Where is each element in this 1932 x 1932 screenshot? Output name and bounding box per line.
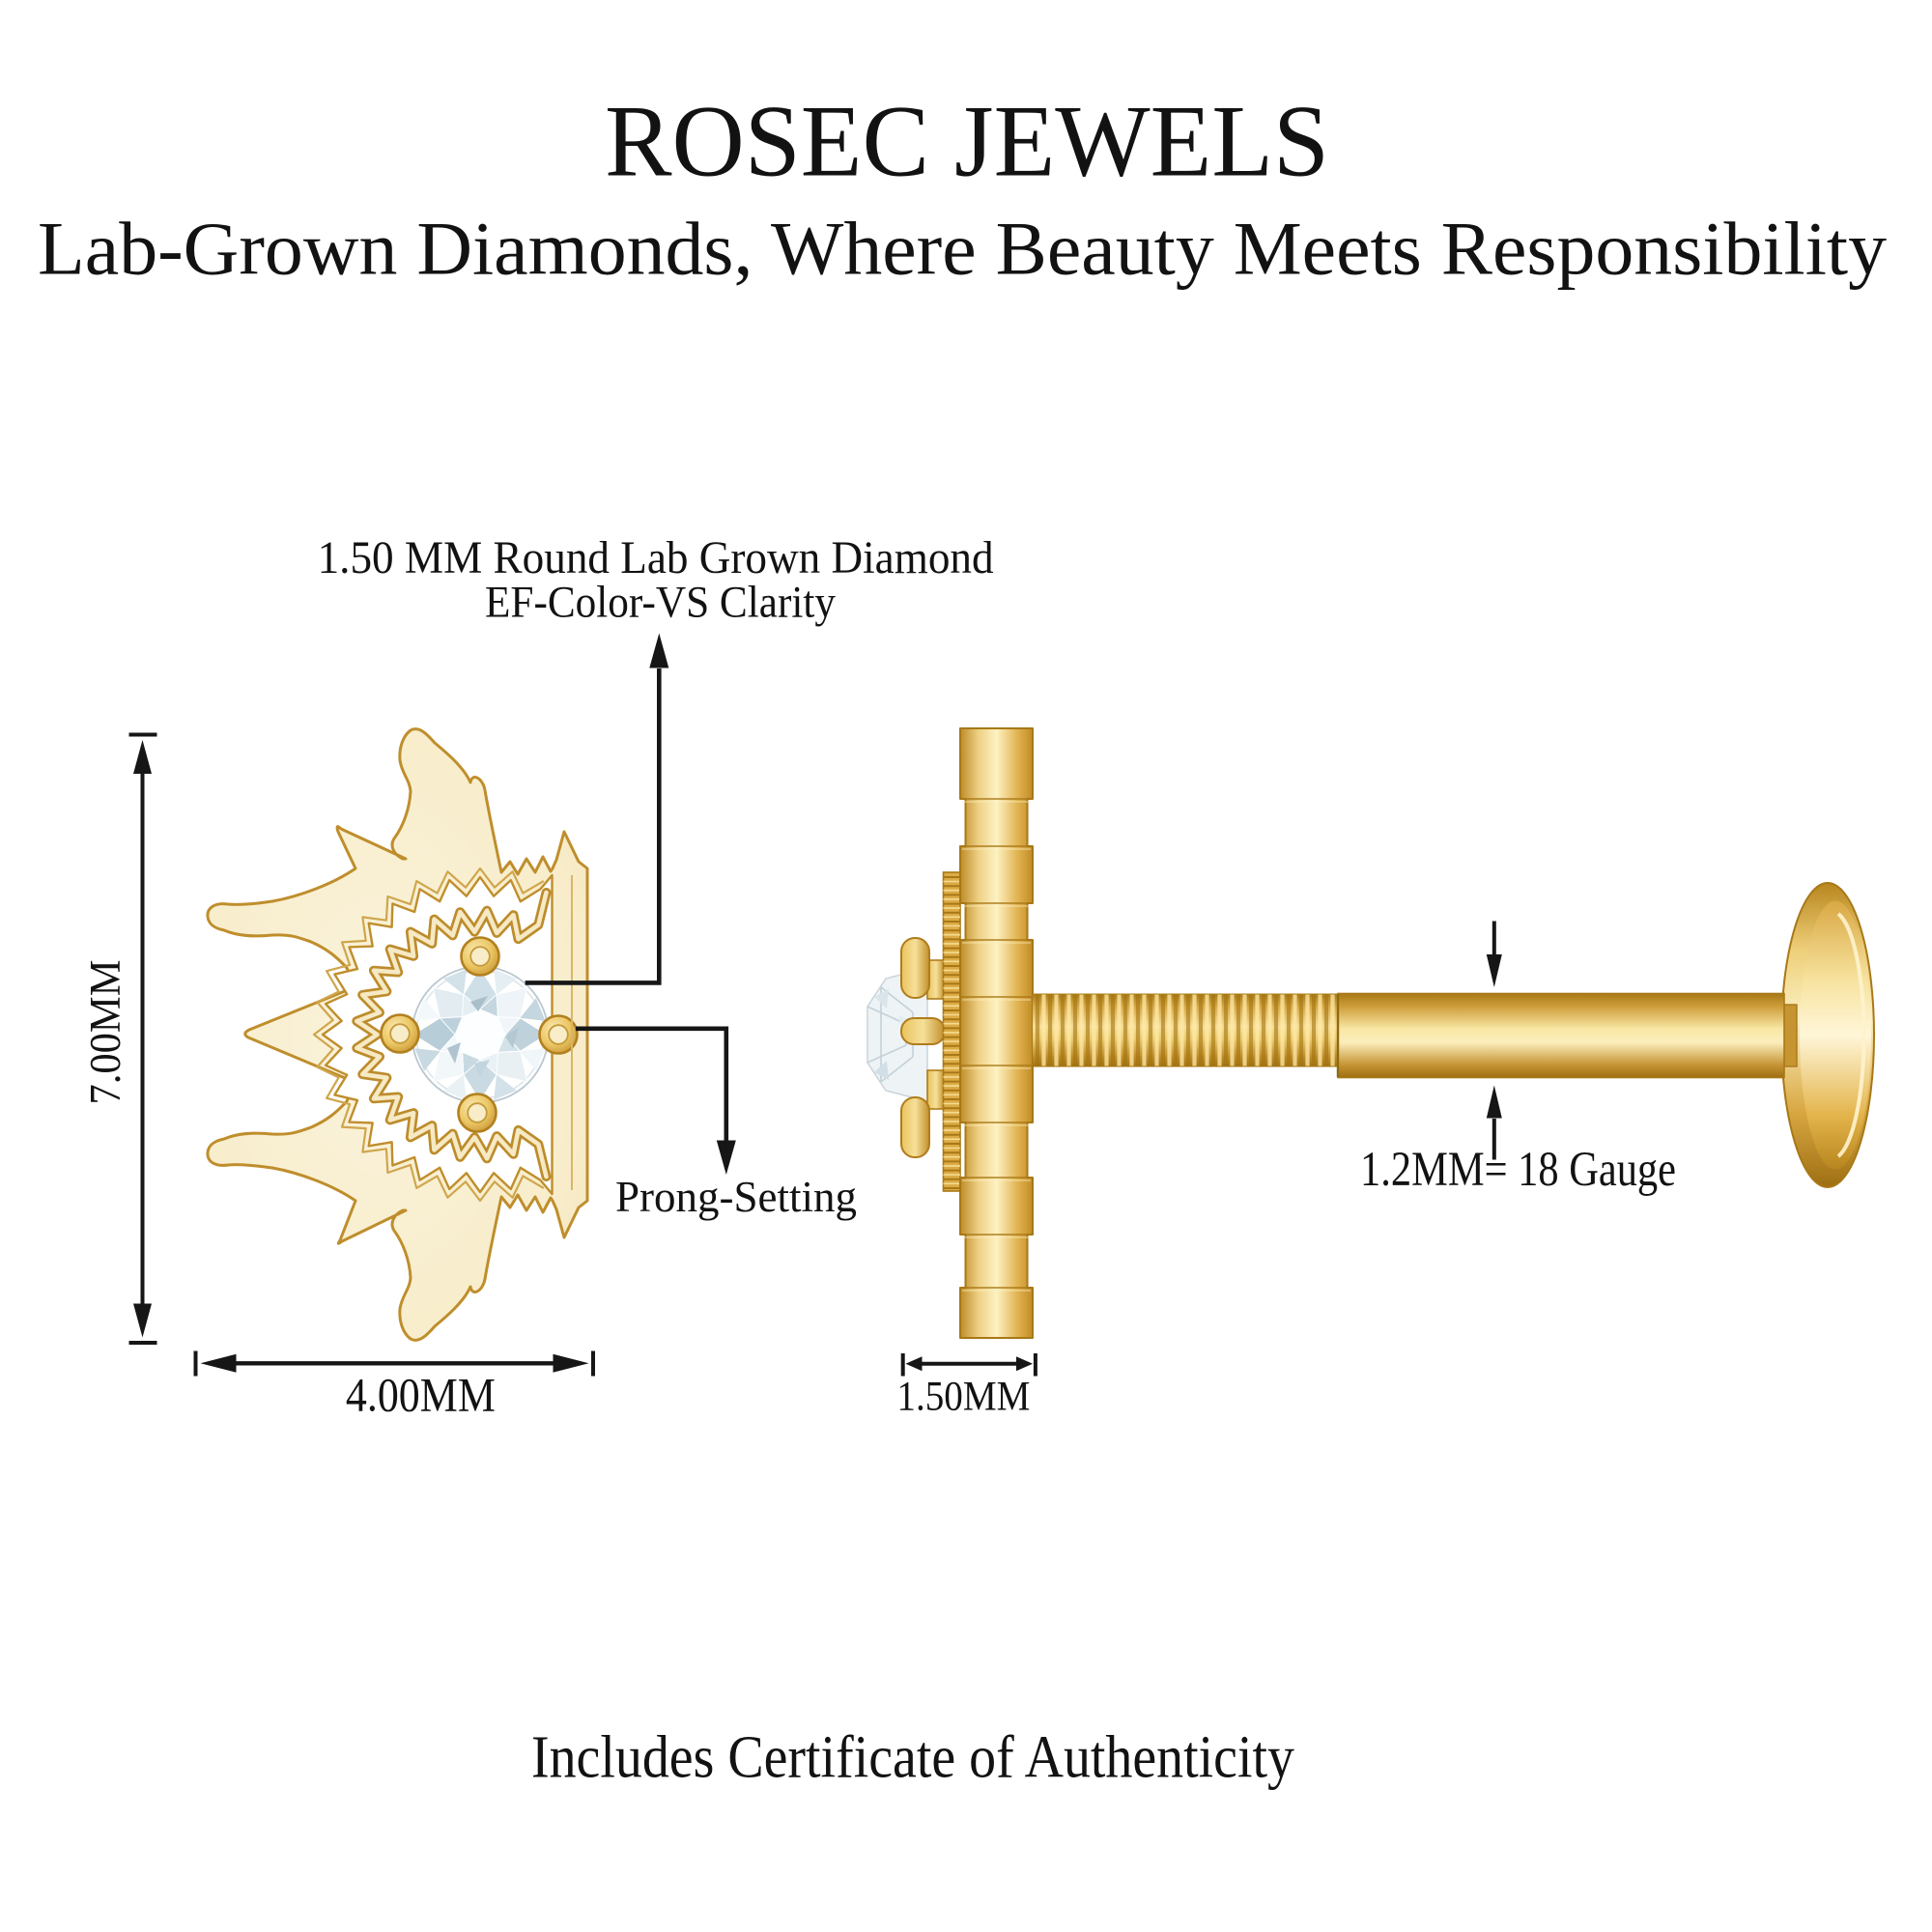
svg-text:Includes Certificate of Authen: Includes Certificate of Authenticity (531, 1725, 1294, 1791)
svg-text:1.50MM: 1.50MM (896, 1375, 1030, 1420)
svg-text:7.00MM: 7.00MM (81, 960, 129, 1105)
svg-text:4.00MM: 4.00MM (346, 1367, 496, 1421)
svg-text:Lab-Grown Diamonds, Where Beau: Lab-Grown Diamonds, Where Beauty Meets R… (38, 207, 1887, 291)
svg-text:EF-Color-VS Clarity: EF-Color-VS Clarity (485, 578, 836, 628)
svg-text:Prong-Setting: Prong-Setting (615, 1173, 857, 1221)
svg-text:ROSEC JEWELS: ROSEC JEWELS (605, 85, 1329, 198)
svg-text:1.50 MM Round Lab Grown Diamon: 1.50 MM Round Lab Grown Diamond (318, 532, 994, 583)
svg-text:1.2MM= 18 Gauge: 1.2MM= 18 Gauge (1360, 1143, 1676, 1197)
